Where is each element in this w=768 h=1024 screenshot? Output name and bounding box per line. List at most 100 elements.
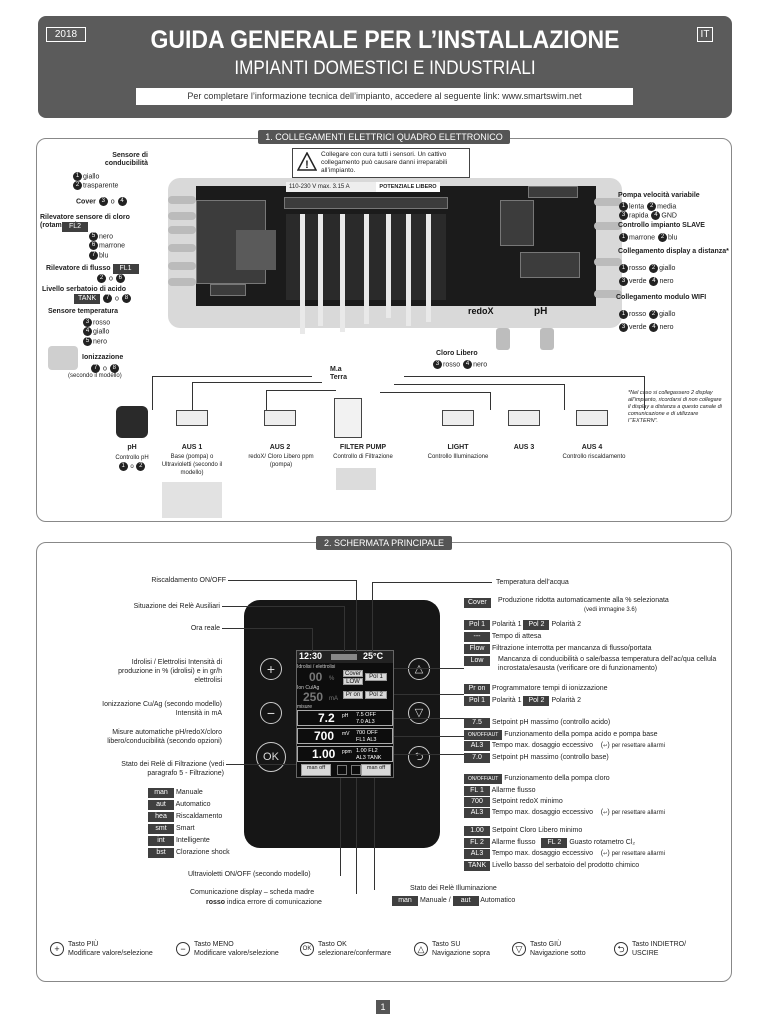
label-chlorine-sensor: Rilevatore sensore di cloro (rotametro) [40, 214, 130, 229]
cable-gland [594, 258, 622, 266]
screen-filter-state[interactable]: man off [301, 764, 331, 776]
callout-line [340, 778, 341, 876]
key-minus-desc: Modificare valore/selezione [194, 950, 279, 957]
screen-chlorine-setpoint-1: 1.00 FL2 [356, 748, 378, 754]
screen-redox-value: 700 [314, 729, 335, 743]
wire [406, 214, 411, 326]
relay-aus4-desc: Controllo riscaldamento [562, 454, 626, 460]
mode-legend-item: aut Automatico [148, 800, 238, 810]
key-down-name: Tasto GIÙ [530, 941, 562, 948]
label-flow: Rilevatore di flusso FL1 [46, 264, 146, 274]
language-badge: IT [697, 27, 713, 42]
screen-redox-setpoint-1: 700 OFF [356, 730, 378, 736]
wire [364, 214, 369, 324]
back-button[interactable]: ⮌ [408, 746, 430, 768]
screen-ph-row: 7.2 pH 7.5 OFF 7.0 AL3 [297, 710, 393, 726]
callout-line [372, 582, 373, 652]
label-pump-speed: Pompa velocità variabile [618, 192, 700, 199]
screen-pol1-tag: Pol 1 [365, 673, 387, 681]
cable-gland [594, 290, 622, 298]
label-ion-note: (secondo il modello) [68, 373, 122, 379]
relay-light-name: LIGHT [447, 444, 469, 451]
plus-icon: + [50, 942, 64, 956]
label-polarity-hydro: Pol 1 Polarità 1 Pol 2 Polarità 2 [464, 620, 664, 630]
callout-line [372, 582, 492, 583]
wire-line [192, 382, 193, 410]
screen-bottom-bar: man off man off [297, 763, 393, 777]
cable-gland [168, 226, 196, 234]
callout-line [222, 606, 344, 607]
uv-lamp-image [162, 482, 222, 518]
display-screen [296, 650, 394, 778]
down-arrow-icon: ▽ [512, 942, 526, 956]
label-fl2-alarms: FL 2 Allarme flusso FL 2 Guasto rotametr… [464, 838, 728, 848]
relay-aus4-name: AUS 4 [581, 444, 603, 451]
label-flow-pins: 2 o 6 [96, 274, 136, 283]
minus-button[interactable]: − [260, 702, 282, 724]
label-polarity-ion: Pol 1 Polarità 1 Pol 2 Polarità 2 [464, 696, 684, 706]
down-button[interactable]: ▽ [408, 702, 430, 724]
label-wifi: Collegamento modulo WIFI [616, 294, 707, 301]
relay-ph-pins: 1 o 2 [106, 462, 158, 471]
relay-aus3-box [508, 410, 540, 426]
relay-aus2-box [264, 410, 296, 426]
label-flow: Flow Filtrazione interrotta per mancanza… [464, 644, 704, 654]
cable-gland [168, 262, 196, 270]
label-remote-display: Collegamento display a distanza* [618, 248, 729, 255]
section-electrical-title: 1. COLLEGAMENTI ELETTRICI QUADRO ELETTRO… [258, 130, 510, 144]
screen-light-state[interactable]: man off [361, 764, 391, 776]
cable-gland [168, 196, 196, 204]
relay-filter-desc: Controllo di Filtrazione [333, 454, 393, 460]
wire-line [394, 384, 564, 385]
label-uv: Ultravioletti ON/OFF (secondo modello) [188, 871, 311, 878]
relay-aus1-desc: Base (pompa) o Ultravioletti (secondo il… [161, 454, 223, 476]
cable-gland [168, 212, 196, 220]
cable-gland [594, 198, 622, 206]
screen-pol2-tag: Pol 2 [365, 691, 387, 699]
label-cover-note: (vedi immagine 3.6) [584, 607, 637, 613]
low-tag: Low [464, 656, 490, 666]
free-potential-tag: POTENZIALE LIBERO [376, 182, 440, 192]
key-back-name: Tasto INDIETRO/ [632, 941, 687, 948]
up-button[interactable]: △ [408, 658, 430, 680]
label-free-chlorine: Cloro Libero [436, 350, 478, 357]
label-redox-min: 700 Setpoint redoX minimo [464, 797, 704, 807]
screen-chlorine-setpoint-2: AL3 TANK [356, 755, 382, 761]
screen-ion-value: 250 [303, 690, 324, 704]
label-cl-free-min: 1.00 Setpoint Cloro Libero minimo [464, 826, 704, 836]
label-ph-min-base: 7.0 Setpoint pH massimo (controllo base) [464, 753, 704, 763]
label-ph-al3: AL3 Tempo max. dosaggio eccessivo (↩) pe… [464, 741, 724, 751]
relay-aus1-name: AUS 1 [181, 444, 203, 451]
screen-redox-unit: mV [342, 731, 350, 737]
key-back-desc: USCIRE [632, 950, 659, 957]
page-subtitle: IMPIANTI DOMESTICI E INDUSTRIALI [234, 58, 536, 79]
mode-legend-item: man Manuale [148, 788, 238, 798]
label-ion-programmer: Pr on Programmatore tempi di ionizzazion… [464, 684, 684, 694]
label-ph-max-acid: 7.5 Setpoint pH massimo (controllo acido… [464, 718, 704, 728]
page-number: 1 [376, 1000, 390, 1014]
key-up-name: Tasto SU [432, 941, 461, 948]
label-cover: Cover 3 o 4 [76, 197, 136, 206]
wifi-icon [351, 765, 361, 775]
relay-aus1-box [176, 410, 208, 426]
callout-line [228, 580, 356, 581]
mode-legend-item: int Intelligente [148, 836, 238, 846]
ok-button[interactable]: OK [256, 742, 286, 772]
key-ok-desc: selezionare/confermare [318, 950, 392, 957]
terminal-block-bottom [210, 284, 246, 296]
cable-gland [168, 278, 196, 286]
key-up-desc: Navigazione sopra [432, 950, 490, 957]
info-link-bar[interactable]: Per completare l’informazione tecnica de… [136, 88, 633, 105]
screen-ph-value: 7.2 [318, 711, 335, 725]
wire-line [152, 376, 153, 410]
mode-legend-item: bst Clorazione shock [148, 848, 238, 858]
wire-line [192, 382, 322, 383]
plus-button[interactable]: + [260, 658, 282, 680]
label-fl1-alarm: FL 1 Allarme flusso [464, 786, 704, 796]
screen-hydro-unit: % [329, 676, 335, 682]
wire [426, 214, 431, 322]
wire-line [490, 392, 491, 410]
